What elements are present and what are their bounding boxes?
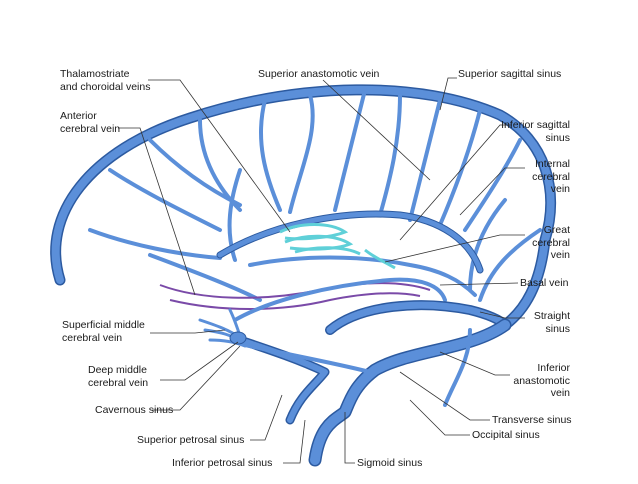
transverse-sigmoid-sinus	[308, 318, 512, 467]
label-straight-sinus: Straight sinus	[533, 310, 570, 335]
label-anterior-cerebral-vein: Anterior cerebral vein	[60, 110, 121, 135]
label-deep-middle-cerebral-vein: Deep middle cerebral vein	[88, 364, 149, 389]
inferior-sagittal-sinus	[216, 210, 484, 274]
label-inferior-sagittal-sinus: Inferior sagittal sinus	[501, 119, 570, 144]
label-superior-sagittal-sinus: Superior sagittal sinus	[458, 68, 562, 80]
leader-lines	[118, 77, 525, 464]
label-occipital-sinus: Occipital sinus	[472, 429, 540, 441]
label-internal-cerebral-vein: Internal cerebral vein	[532, 158, 570, 195]
straight-sinus	[325, 300, 510, 335]
label-cavernous-sinus: Cavernous sinus	[95, 404, 174, 416]
internal-cerebral-vein	[248, 255, 477, 297]
cortical-veins	[88, 88, 542, 302]
superior-sagittal-sinus	[50, 84, 557, 331]
label-transverse-sinus: Transverse sinus	[492, 414, 572, 426]
petrosal-sinuses	[235, 335, 372, 425]
label-great-cerebral-vein: Great cerebral vein	[532, 224, 570, 261]
label-inferior-anastomotic-vein: Inferior anastomotic vein	[513, 362, 570, 399]
label-superior-petrosal-sinus: Superior petrosal sinus	[137, 434, 245, 446]
lower-venous-loop	[233, 277, 447, 322]
occipital-sinus-vein	[443, 328, 472, 407]
thalamostriate-choroidal-veins	[279, 223, 396, 270]
label-sigmoid-sinus: Sigmoid sinus	[357, 457, 423, 469]
label-inferior-petrosal-sinus: Inferior petrosal sinus	[172, 457, 273, 469]
label-thalamostriate: Thalamostriate and choroidal veins	[60, 68, 151, 93]
label-superficial-middle-cerebral-vein: Superficial middle cerebral vein	[62, 319, 145, 344]
label-basal-vein: Basal vein	[520, 277, 569, 289]
cavernous-sinus	[198, 308, 247, 348]
label-superior-anastomotic-vein: Superior anastomotic vein	[258, 68, 380, 80]
